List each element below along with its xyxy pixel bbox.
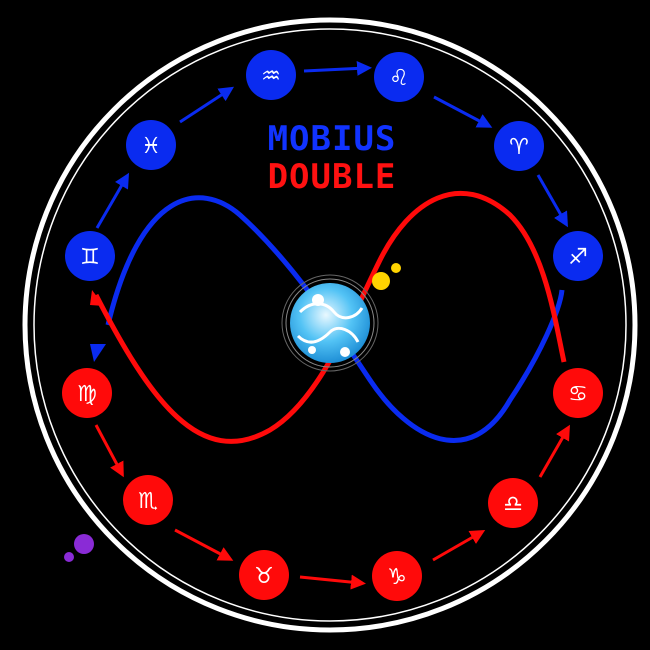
red-wave-arrowhead — [90, 290, 104, 306]
inner-ring — [33, 28, 627, 622]
blue-sign-circle — [126, 120, 176, 170]
globe-icon — [281, 274, 379, 372]
blue-sign-circle — [374, 52, 424, 102]
aquarius-icon: ♒ — [261, 64, 281, 89]
sun-dot-large — [372, 272, 390, 290]
cancer-icon: ♋ — [568, 382, 588, 407]
blue-sign-circle — [553, 231, 603, 281]
scorpio-icon: ♏ — [138, 489, 158, 514]
planet-dot-large — [74, 534, 94, 554]
red-sign-circle — [372, 551, 422, 601]
red-flow-arrows — [94, 424, 570, 590]
blue-sign-node-leo: ♌ — [374, 52, 424, 102]
blue-sign-group: ♊ ♓ ♒ ♌ ♈ ♐ — [65, 50, 603, 281]
blue-wave-arrowhead — [90, 344, 106, 362]
planet-dot-small — [64, 552, 74, 562]
sagittarius-icon: ♐ — [568, 245, 588, 270]
gemini-icon: ♊ — [80, 245, 100, 270]
virgo-icon: ♍ — [77, 382, 97, 407]
capricorn-icon: ♑ — [387, 565, 407, 590]
red-sign-node-virgo: ♍ — [62, 368, 112, 418]
red-wave-curve — [93, 190, 567, 444]
blue-sign-circle — [246, 50, 296, 100]
sun-dot-small — [391, 263, 401, 273]
blue-flow-arrows — [95, 60, 568, 229]
aries-icon: ♈ — [509, 135, 529, 160]
red-sign-group: ♍ ♏ ♉ ♑ ♎ ♋ — [62, 368, 603, 601]
red-sign-circle — [239, 550, 289, 600]
red-sign-node-capricorn: ♑ — [372, 551, 422, 601]
red-sign-node-libra: ♎ — [488, 478, 538, 528]
red-sign-circle — [62, 368, 112, 418]
blue-sign-node-pisces: ♓ — [126, 120, 176, 170]
blue-sign-node-sagittarius: ♐ — [553, 231, 603, 281]
title-line-1: MOBIUS — [268, 119, 397, 159]
red-sign-node-taurus: ♉ — [239, 550, 289, 600]
blue-sign-node-aries: ♈ — [494, 121, 544, 171]
red-sign-circle — [488, 478, 538, 528]
title-line-2: DOUBLE — [268, 157, 397, 197]
red-sign-circle — [123, 475, 173, 525]
blue-sign-circle — [65, 231, 115, 281]
taurus-icon: ♉ — [254, 564, 274, 589]
red-sign-node-scorpio: ♏ — [123, 475, 173, 525]
blue-sign-node-gemini: ♊ — [65, 231, 115, 281]
outer-ring — [22, 17, 638, 633]
red-sign-circle — [553, 368, 603, 418]
leo-icon: ♌ — [389, 66, 409, 91]
blue-wave-curve — [105, 195, 565, 443]
pisces-icon: ♓ — [141, 134, 161, 159]
blue-sign-node-aquarius: ♒ — [246, 50, 296, 100]
blue-sign-circle — [494, 121, 544, 171]
red-sign-node-cancer: ♋ — [553, 368, 603, 418]
libra-icon: ♎ — [503, 492, 523, 517]
